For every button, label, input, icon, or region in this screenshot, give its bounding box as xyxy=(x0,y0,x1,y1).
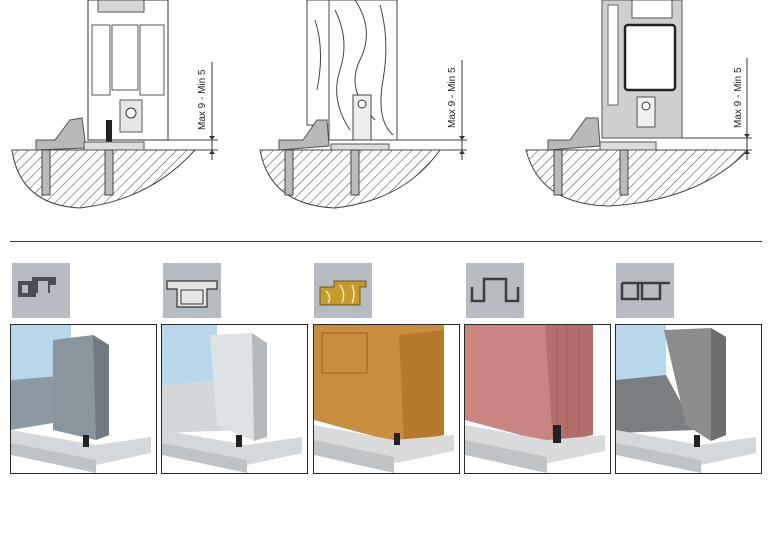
pvc-profile-icon xyxy=(616,263,674,318)
cross-section-drawings: Max 9 - Min 5 Max 9 - Min 5 xyxy=(0,0,784,215)
pvc-door-cross-section: Max 9 - Min 5 xyxy=(525,0,752,207)
dimension-label: Max 9 - Min 5 xyxy=(447,67,458,128)
aluminium-door-cross-section: Max 9 - Min 5 xyxy=(11,0,218,209)
aluminium-door-render xyxy=(10,324,157,474)
thermal-break-profile-icon xyxy=(163,263,221,318)
wooden-door-cross-section: Max 9 - Min 5 xyxy=(259,0,467,209)
wooden-door-render xyxy=(313,324,460,474)
wood-profile-icon xyxy=(314,263,372,318)
steel-door-render xyxy=(464,324,611,474)
steel-u-profile-icon xyxy=(466,263,524,318)
aluminium-profile-icon xyxy=(12,263,70,318)
dimension-label: Max 9 - Min 5 xyxy=(197,69,208,130)
dimension-label: Max 9 - Min 5 xyxy=(733,67,744,128)
section-divider xyxy=(10,241,762,242)
pvc-door-render xyxy=(615,324,762,474)
silver-door-render xyxy=(161,324,308,474)
